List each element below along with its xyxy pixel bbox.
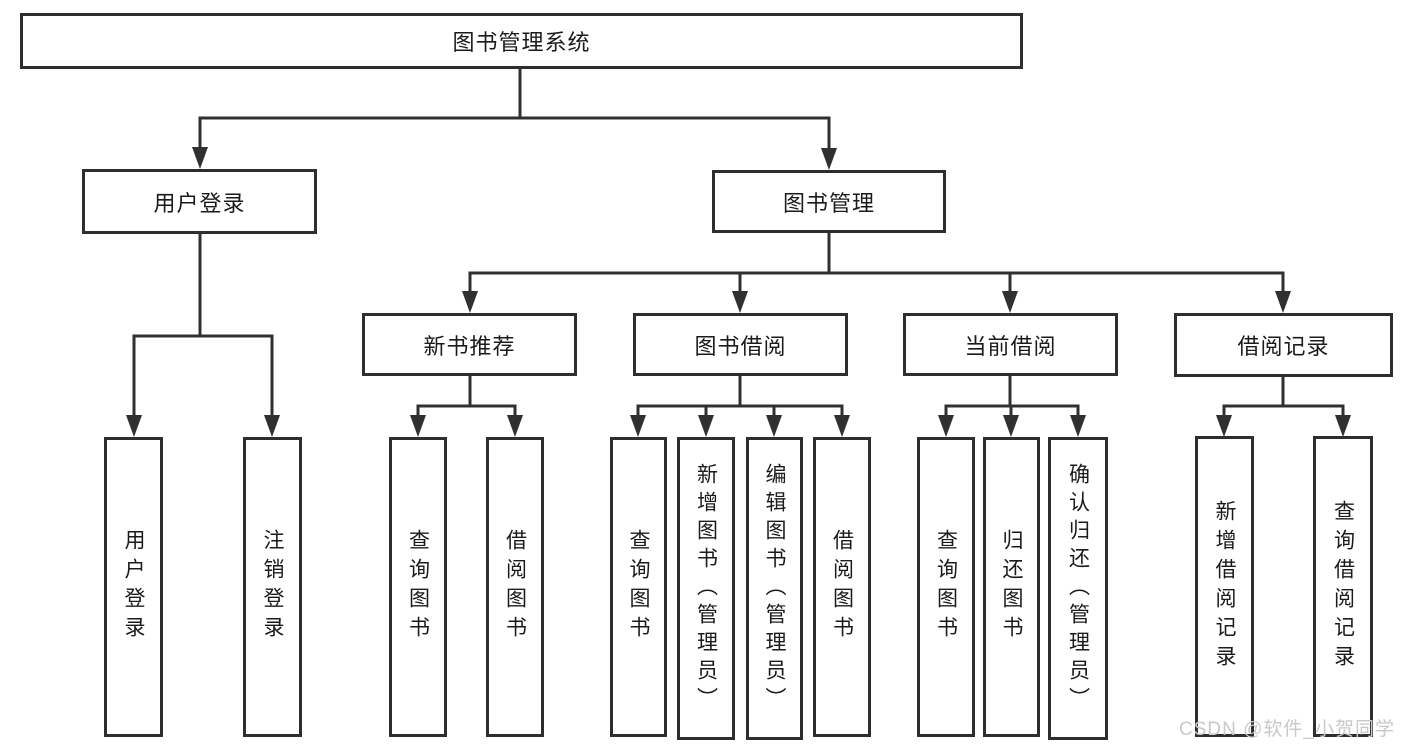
connector-book-mgmt-children: [468, 231, 1285, 297]
leaf-query-book-newrec-label: 查询图书: [406, 529, 430, 645]
leaf-query-borrow-record: 查询借阅记录: [1313, 436, 1373, 737]
arrowheads-book-mgmt-children: [462, 291, 1291, 313]
leaf-borrow-book-newrec: 借阅图书: [486, 437, 544, 737]
connector-borrow-records-children: [1222, 375, 1345, 421]
leaf-query-book-newrec: 查询图书: [389, 437, 447, 737]
leaf-confirm-return-admin: 确认归还（管理员）: [1048, 437, 1108, 740]
leaf-edit-book-admin: 编辑图书（管理员）: [746, 437, 803, 740]
leaf-borrow-book-borrow: 借阅图书: [813, 437, 871, 737]
leaf-add-book-admin-label: 新增图书（管理员）: [694, 462, 718, 715]
node-book-borrow: 图书借阅: [633, 313, 848, 376]
node-current-borrow-label: 当前借阅: [964, 333, 1057, 359]
node-new-book-rec: 新书推荐: [362, 313, 577, 376]
leaf-logout: 注销登录: [243, 437, 302, 737]
node-current-borrow: 当前借阅: [903, 313, 1118, 376]
leaf-query-borrow-record-label: 查询借阅记录: [1331, 499, 1355, 674]
node-user-login-label: 用户登录: [153, 190, 246, 216]
leaf-query-book-borrow-label: 查询图书: [627, 529, 650, 645]
node-book-mgmt-label: 图书管理: [782, 190, 875, 216]
leaf-query-book-current-label: 查询图书: [934, 529, 958, 645]
node-borrow-records: 借阅记录: [1174, 313, 1393, 377]
arrowheads-user-login-children: [126, 415, 280, 437]
leaf-user-login: 用户登录: [104, 437, 163, 737]
node-root-label: 图书管理系统: [452, 30, 591, 55]
leaf-add-borrow-record-label: 新增借阅记录: [1213, 499, 1236, 674]
node-user-login: 用户登录: [82, 169, 317, 234]
connector-current-borrow-children: [944, 374, 1080, 421]
node-new-book-rec-label: 新书推荐: [423, 333, 516, 359]
leaf-return-book-label: 归还图书: [1000, 529, 1023, 645]
arrowheads-borrow-records-children: [1216, 415, 1351, 437]
arrowheads-current-borrow-children: [938, 415, 1086, 437]
node-borrow-records-label: 借阅记录: [1237, 334, 1330, 359]
leaf-borrow-book-borrow-label: 借阅图书: [830, 529, 854, 645]
leaf-query-book-borrow: 查询图书: [610, 437, 667, 737]
connector-user-login-children: [132, 232, 274, 421]
node-book-mgmt: 图书管理: [712, 170, 946, 233]
leaf-return-book: 归还图书: [983, 437, 1040, 737]
leaf-confirm-return-admin-label: 确认归还（管理员）: [1066, 462, 1090, 715]
watermark: CSDN @软件_小贺同学: [1179, 719, 1395, 740]
connector-new-book-rec-children: [416, 374, 517, 421]
leaf-user-login-label: 用户登录: [122, 529, 145, 645]
connector-root-to-level2: [198, 67, 831, 154]
leaf-add-borrow-record: 新增借阅记录: [1195, 436, 1254, 737]
arrowheads-new-book-rec-children: [410, 415, 523, 437]
leaf-logout-label: 注销登录: [261, 529, 284, 645]
node-root: 图书管理系统: [20, 13, 1023, 69]
leaf-edit-book-admin-label: 编辑图书（管理员）: [763, 462, 786, 715]
connector-book-borrow-children: [636, 374, 844, 421]
arrowheads-book-borrow-children: [630, 415, 850, 437]
arrowheads-level2: [192, 147, 837, 170]
leaf-borrow-book-newrec-label: 借阅图书: [503, 529, 527, 645]
leaf-query-book-current: 查询图书: [917, 437, 975, 737]
leaf-add-book-admin: 新增图书（管理员）: [677, 437, 735, 740]
node-book-borrow-label: 图书借阅: [694, 333, 787, 359]
